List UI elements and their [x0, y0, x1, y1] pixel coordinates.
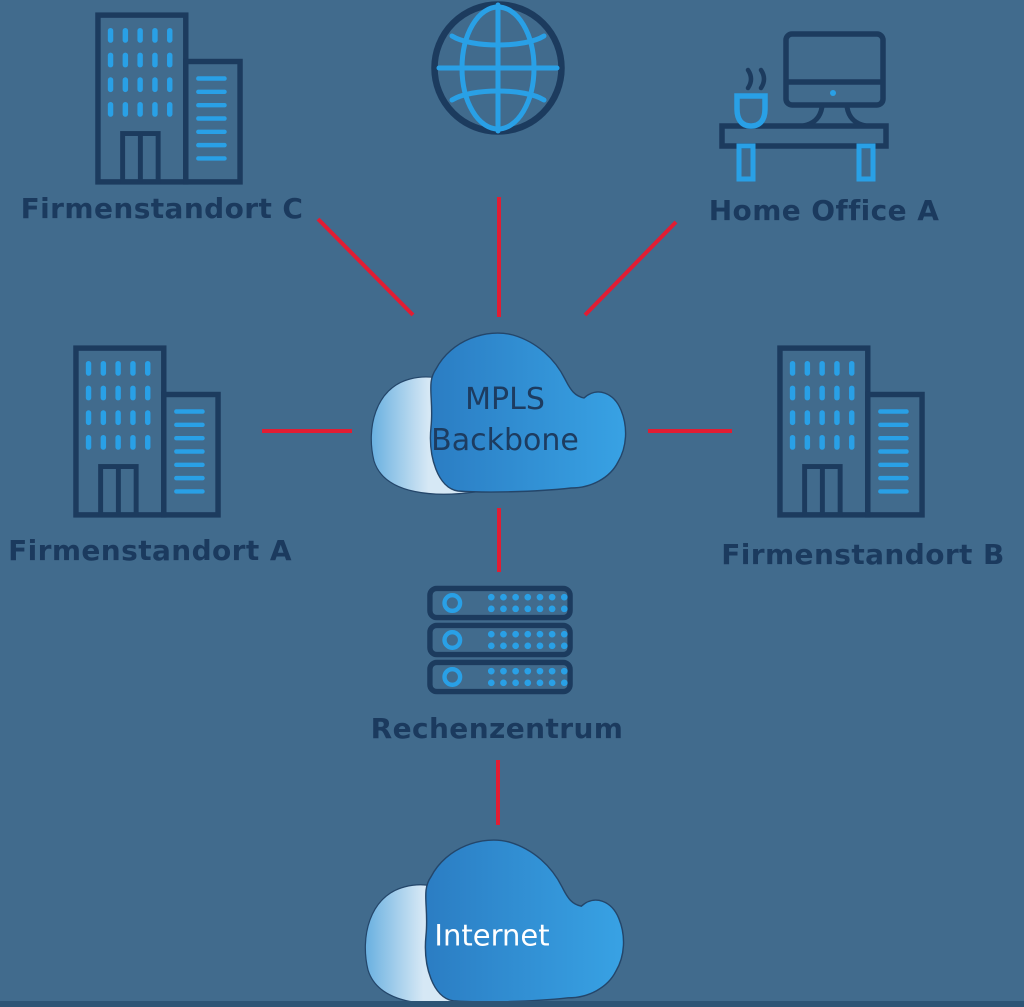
node-label-firmenstandort-a: Firmenstandort A	[8, 534, 292, 567]
node-label-rechenzentrum: Rechenzentrum	[370, 712, 624, 745]
office-building-icon	[777, 345, 925, 518]
node-label-firmenstandort-c: Firmenstandort C	[20, 192, 304, 225]
mpls-label-line1: MPLS	[465, 382, 545, 417]
node-label-home-office-a: Home Office A	[708, 194, 940, 227]
office-building-icon	[95, 12, 243, 185]
internet-label: Internet	[434, 918, 550, 953]
bottom-edge-strip	[0, 1001, 1024, 1007]
mpls-backbone-label: MPLS Backbone	[431, 379, 579, 461]
office-building-icon	[73, 345, 221, 518]
connection-home_office_a-mpls_backbone	[583, 220, 678, 317]
node-label-firmenstandort-b: Firmenstandort B	[721, 538, 1005, 571]
globe-icon	[431, 1, 565, 135]
node-internet: Internet	[362, 838, 628, 1007]
server-rack-icon	[427, 585, 573, 695]
connection-firmenstandort_c-mpls_backbone	[316, 217, 415, 317]
node-mpls-backbone: MPLS Backbone	[368, 331, 630, 497]
home-office-desk-icon	[718, 30, 890, 182]
mpls-label-line2: Backbone	[431, 423, 579, 458]
